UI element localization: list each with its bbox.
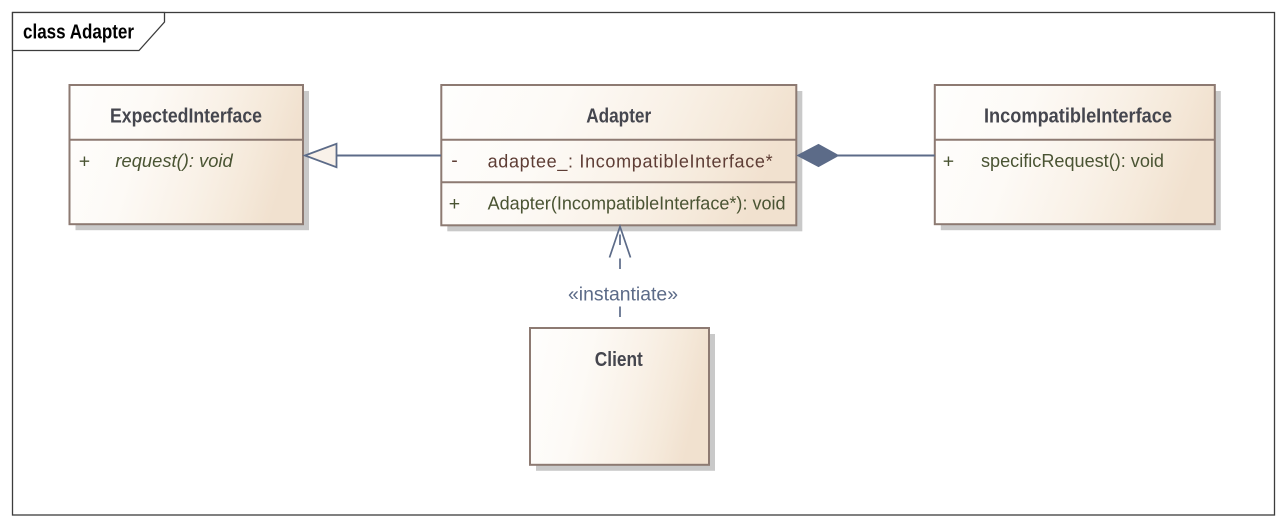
svg-text:Client: Client (595, 349, 643, 371)
svg-text:Adapter: Adapter (586, 106, 651, 128)
svg-text:adaptee_: IncompatibleInterfac: adaptee_: IncompatibleInterface* (488, 151, 773, 172)
svg-text:-: - (451, 150, 458, 172)
svg-text:Adapter(IncompatibleInterface*: Adapter(IncompatibleInterface*): void (488, 194, 786, 214)
svg-text:IncompatibleInterface: IncompatibleInterface (984, 106, 1172, 128)
svg-text:request(): void: request(): void (115, 151, 233, 171)
svg-text:+: + (79, 151, 90, 173)
svg-text:ExpectedInterface: ExpectedInterface (110, 106, 262, 128)
svg-text:specificRequest(): void: specificRequest(): void (981, 151, 1164, 171)
svg-text:«instantiate»: «instantiate» (568, 285, 678, 306)
svg-text:+: + (449, 193, 460, 215)
svg-text:class Adapter: class Adapter (23, 22, 134, 44)
svg-text:+: + (943, 151, 954, 173)
